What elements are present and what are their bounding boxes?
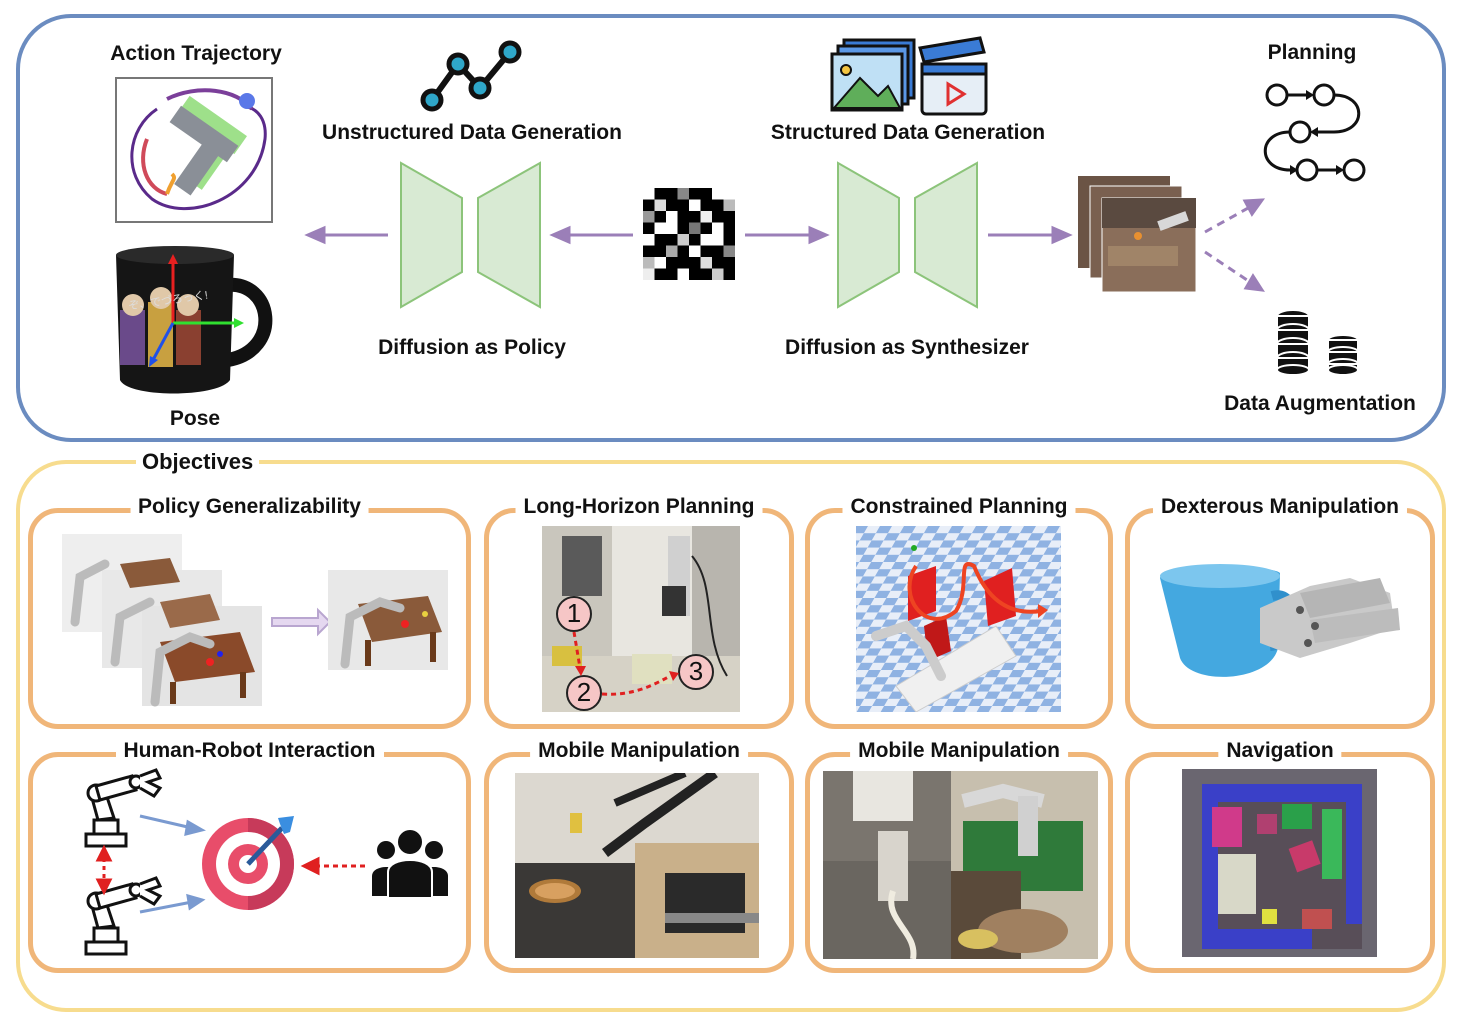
panel-title: Constrained Planning <box>842 495 1076 519</box>
constrained-planning-render <box>856 526 1061 712</box>
synth-video-frames <box>1078 176 1198 294</box>
panel-title: Mobile Manipulation <box>530 739 748 763</box>
line-chart-icon <box>420 38 525 113</box>
step-3: 3 <box>688 656 704 686</box>
action-trajectory-label: Action Trajectory <box>110 42 282 65</box>
policy-diffusion-model <box>398 160 543 310</box>
top-panel <box>16 14 1446 442</box>
mobile-manipulation-photo-2 <box>823 771 1098 959</box>
panel-title: Navigation <box>1218 739 1342 763</box>
objectives-title: Objectives <box>136 449 260 475</box>
panel-title: Policy Generalizability <box>130 495 369 519</box>
people-group-icon <box>370 828 450 899</box>
top-arrows <box>304 198 1266 292</box>
panel-title: Human-Robot Interaction <box>115 739 384 763</box>
panel-title: Mobile Manipulation <box>850 739 1068 763</box>
synth-caption: Diffusion as Synthesizer <box>785 336 1029 359</box>
panel-title: Long-Horizon Planning <box>515 495 763 519</box>
noise-image <box>643 188 735 280</box>
panel-title: Dexterous Manipulation <box>1152 495 1408 519</box>
long-horizon-photo <box>542 526 740 712</box>
robot-arm-icon-top <box>76 768 164 850</box>
generalizability-scenes <box>60 532 455 710</box>
synth-diffusion-model <box>835 160 980 310</box>
planning-flow-icon <box>1262 82 1372 182</box>
robot-arm-icon-bottom <box>76 876 164 958</box>
structured-heading: Structured Data Generation <box>770 121 1046 144</box>
hri-arrows <box>95 814 365 914</box>
dexterous-hand-render <box>1150 548 1410 698</box>
database-icon <box>1275 308 1365 376</box>
step-2: 2 <box>576 677 592 707</box>
target-icon <box>200 812 300 912</box>
mobile-manipulation-photo-1 <box>515 773 759 958</box>
pose-label: Pose <box>169 407 221 430</box>
planning-label: Planning <box>1267 41 1357 64</box>
navigation-map <box>1182 769 1377 957</box>
objectives-panel <box>16 460 1446 1012</box>
policy-caption: Diffusion as Policy <box>378 336 566 359</box>
mug-pose-image <box>108 240 276 400</box>
image-video-icon <box>830 36 990 118</box>
step-1: 1 <box>566 598 582 628</box>
data-augmentation-label: Data Augmentation <box>1224 392 1416 415</box>
action-trajectory-image <box>115 77 273 223</box>
unstructured-heading: Unstructured Data Generation <box>322 121 622 144</box>
